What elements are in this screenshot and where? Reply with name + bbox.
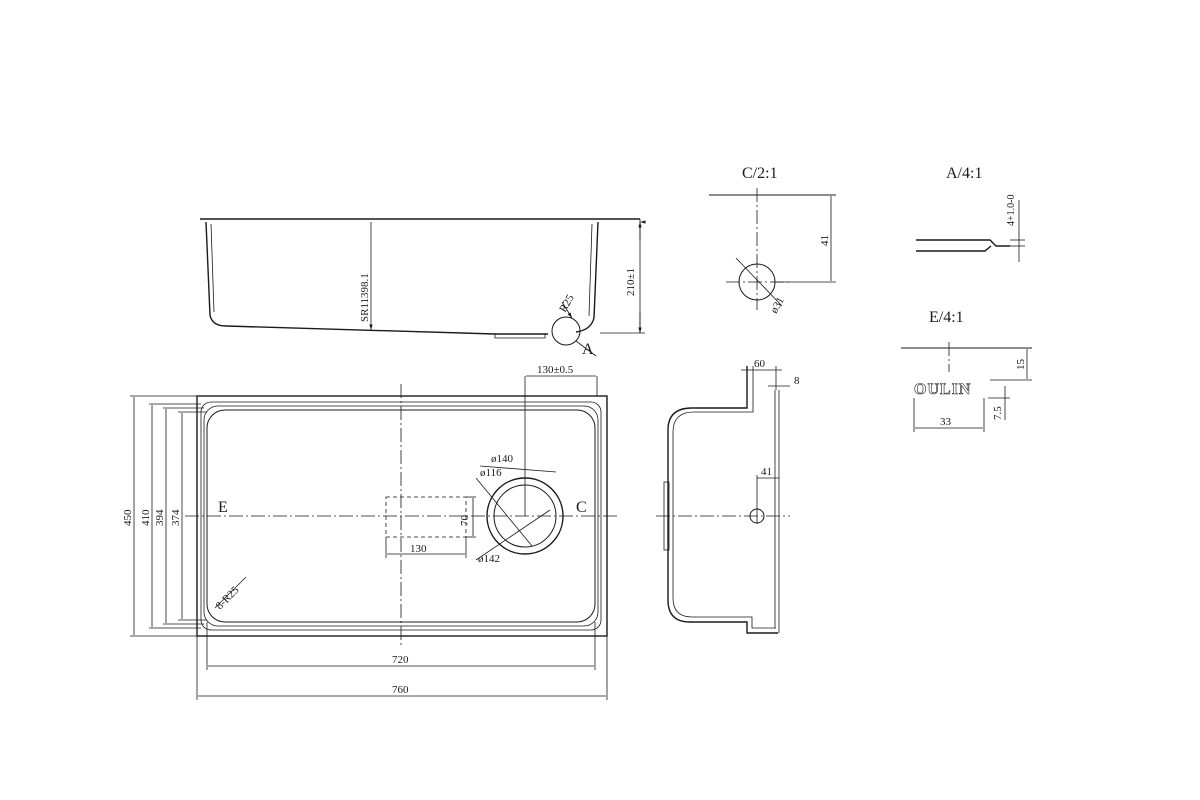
r25-label: R25 — [557, 292, 577, 314]
oulin-logo-mark: OULIN — [914, 381, 971, 398]
detail-c-title: C/2:1 — [742, 165, 778, 182]
dim-720-label: 720 — [392, 654, 409, 666]
detail-e-width-label: 33 — [940, 416, 952, 428]
sr-radius-label: SR11398.1 — [359, 273, 371, 322]
dia-142-label: ø142 — [478, 553, 500, 565]
end-view: 41 60 8 — [656, 358, 800, 634]
section-c-label: C — [576, 499, 587, 516]
drain-height-label: 70 — [459, 515, 471, 527]
depth-label: 210±1 — [625, 268, 637, 296]
detail-a-title: A/4:1 — [946, 165, 982, 182]
side-view: SR11398.1 210±1 R25 A — [200, 219, 645, 358]
dim-394-label: 394 — [154, 509, 166, 526]
dia-116-label: ø116 — [480, 467, 502, 479]
top-view: 70 130 130±0.5 ø140 ø116 ø142 E C 8-R25 … — [122, 364, 620, 700]
drain-rectangle — [385, 496, 467, 538]
dim-410-label: 410 — [140, 509, 152, 526]
detail-c-dia-label: ø31 — [768, 295, 787, 315]
side-view-drain — [494, 334, 546, 339]
detail-e-height-label: 15 — [1015, 359, 1027, 371]
end-dim-60-label: 60 — [754, 358, 766, 370]
detail-a-profile-bottom — [916, 245, 992, 252]
detail-a-tolerance-label: 4+1.0-0 — [1006, 195, 1017, 226]
dim-374-label: 374 — [170, 509, 182, 526]
end-view-profile — [667, 366, 778, 634]
drain-offset-label: 130±0.5 — [537, 364, 574, 376]
end-dim-8-label: 8 — [794, 375, 800, 387]
drain-width-label: 130 — [410, 543, 427, 555]
corner-radius-label: 8-R25 — [214, 584, 242, 612]
section-e-label: E — [218, 499, 228, 516]
dim-450-label: 450 — [122, 509, 134, 526]
side-view-bowl-left — [205, 221, 548, 335]
detail-c-depth-label: 41 — [819, 235, 831, 246]
side-view-bowl-right — [575, 221, 599, 333]
detail-a-profile-top — [916, 239, 1010, 247]
end-dim-41-label: 41 — [761, 466, 772, 478]
detail-c: C/2:1 41 ø31 — [709, 165, 836, 316]
detail-a: A/4:1 4+1.0-0 — [916, 165, 1025, 262]
detail-e-small-label: 7.5 — [992, 406, 1004, 420]
detail-a-circle — [551, 316, 581, 346]
detail-a-callout: A — [582, 341, 594, 358]
dim-760-label: 760 — [392, 684, 409, 696]
detail-e: E/4:1 OULIN 15 7.5 33 — [901, 309, 1032, 432]
dia-140-label: ø140 — [491, 453, 514, 465]
detail-e-title: E/4:1 — [929, 309, 964, 326]
